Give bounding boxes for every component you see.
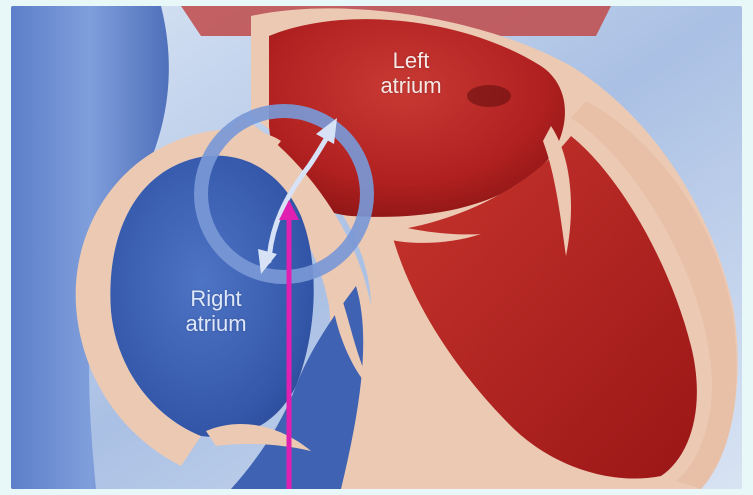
right-atrium-label-line2: atrium: [161, 311, 271, 336]
right-atrium-label-line1: Right: [161, 286, 271, 311]
left-atrium-label: Left atrium: [361, 48, 461, 98]
heart-cross-section-illustration: Left atrium Right atrium: [11, 6, 742, 489]
pulmonary-vein-opening: [467, 85, 511, 107]
left-atrium-label-line2: atrium: [361, 73, 461, 98]
right-atrium-label: Right atrium: [161, 286, 271, 336]
left-atrium-label-line1: Left: [361, 48, 461, 73]
